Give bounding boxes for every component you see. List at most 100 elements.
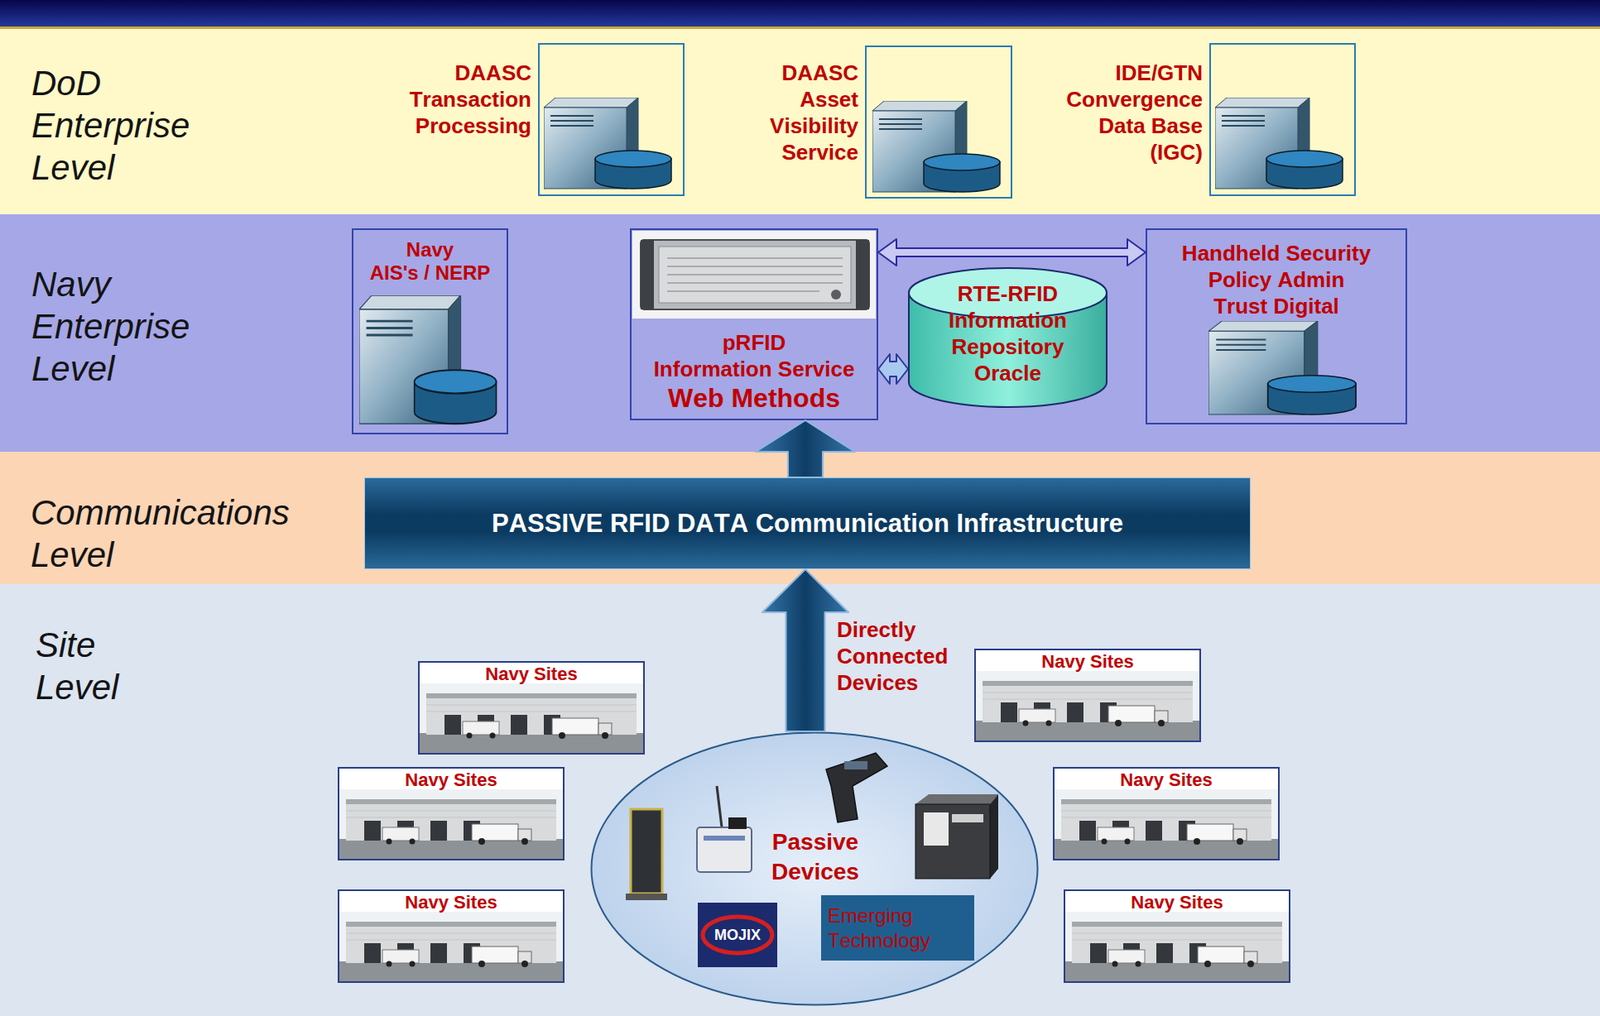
server-icons: [1208, 321, 1356, 415]
text-holder: RTE-RFID Information Repository Oracle: [945, 280, 1071, 387]
text-holder: IDE/GTN Convergence Data Base (IGC): [1053, 59, 1203, 166]
site-box: Navy Sites: [337, 889, 565, 984]
site-box: Navy Sites: [418, 661, 645, 755]
device-ellipse-shape: [591, 733, 1038, 1006]
text-holder: Navy Sites: [975, 651, 1200, 673]
top-bar: [0, 26, 1600, 29]
server-box: Handheld Security Policy Admin Trust Dig…: [1145, 228, 1408, 425]
logo-ring: [702, 917, 773, 954]
text-holder: Navy Sites: [419, 663, 644, 686]
site-photos: [339, 789, 563, 860]
text-holder: Communications Level: [30, 491, 304, 577]
block-arrow: [762, 569, 849, 732]
server-icons: [359, 295, 497, 424]
text-holder: pRFID Information Service: [638, 329, 870, 383]
text-holder: Passive Devices: [763, 827, 867, 888]
passive-device-icons: [989, 794, 999, 880]
text-holder: DoD Enterprise Level: [31, 62, 206, 189]
block-arrow: [878, 354, 909, 385]
text-label: PASSIVE RFID DATA Communication Infrastr…: [365, 507, 1250, 541]
device-ellipse: Passive DevicesMOJIX Emerging Technology: [590, 731, 1039, 1007]
communication-bar: PASSIVE RFID DATA Communication Infrastr…: [364, 477, 1251, 570]
site-label: Navy Sites: [419, 663, 644, 686]
site-box: Navy Sites: [337, 767, 565, 861]
site-label: Navy Sites: [339, 769, 563, 792]
rack-server-photo: [855, 240, 870, 310]
logo-ring: [702, 917, 773, 954]
text-label: MOJIX: [697, 925, 778, 946]
site-box: Navy Sites: [1063, 889, 1291, 984]
rack-server-photo: [640, 240, 870, 310]
server-box: DAASC Transaction Processing: [538, 43, 685, 197]
site-box: Navy Sites: [974, 648, 1202, 743]
line-spacer: [461, 238, 499, 262]
server-box: DAASC Asset Visibility Service: [864, 45, 1013, 199]
line-spacer: [361, 238, 399, 262]
site-photos: [339, 912, 563, 982]
edge-label: Directly Connected Devices: [836, 616, 957, 697]
passive-device-icons: [630, 809, 663, 894]
technology-box: Emerging Technology: [821, 895, 975, 961]
text-holder: Emerging Technology: [827, 903, 971, 954]
text-label: Web Methods: [631, 382, 877, 414]
text-holder: Navy Enterprise Level: [31, 263, 206, 390]
top-bar: [0, 0, 1600, 27]
level-label: Site Level: [35, 624, 144, 709]
text-holder: Navy Sites: [339, 892, 563, 914]
site-label: Navy Sites: [339, 892, 563, 914]
server-icons: [872, 100, 1000, 193]
server-box: IDE/GTN Convergence Data Base (IGC): [1209, 43, 1356, 197]
passive-device-icons: [923, 812, 949, 846]
site-photos: [975, 671, 1200, 741]
site-label: Navy Sites: [1054, 769, 1279, 792]
rack-server-photo: [831, 289, 841, 300]
database-cylinder: RTE-RFID Information Repository Oracle: [908, 267, 1108, 409]
text-holder: Site Level: [35, 624, 144, 709]
passive-device-icons: [703, 836, 745, 841]
site-label: Navy Sites: [1065, 892, 1289, 914]
site-photos: [339, 671, 1289, 982]
passive-device-icons: [716, 786, 722, 828]
text-label: DAASC Transaction Processing: [394, 59, 532, 140]
site-box: Navy Sites: [1052, 767, 1280, 861]
passive-device-icons: [625, 753, 999, 901]
top-bar: [0, 0, 1600, 29]
block-arrow: [755, 420, 856, 478]
text-label: Handheld Security Policy Admin Trust Dig…: [1180, 240, 1373, 320]
text-holder: MOJIX: [697, 925, 778, 946]
passive-device-icons: [915, 804, 990, 880]
level-band: Navy Enterprise Level Navy AIS's / NERP pR…: [0, 214, 1600, 452]
rack-server-photo: [632, 230, 876, 319]
level-band: Site LevelNavy SitesNavy SitesNavy Sites…: [0, 584, 1600, 1016]
server-box: Navy AIS's / NERP: [351, 228, 509, 435]
passive-device-icons: [951, 814, 984, 823]
level-label: Communications Level: [30, 491, 304, 577]
level-label: DoD Enterprise Level: [31, 62, 206, 189]
rack-server-photo: [640, 240, 654, 310]
text-label: RTE-RFID Information Repository Oracle: [945, 280, 1071, 387]
server-icons: [359, 97, 1356, 424]
block-arrow: [878, 239, 1146, 266]
text-label: pRFID Information Service: [638, 329, 870, 383]
text-label: Passive Devices: [763, 827, 867, 888]
rack-server-photo: [667, 258, 843, 292]
text-holder: PASSIVE RFID DATA Communication Infrastr…: [365, 507, 1250, 541]
text-holder: DAASC Asset Visibility Service: [750, 59, 859, 166]
logo-box: MOJIX: [697, 903, 778, 968]
line-spacer: [638, 329, 701, 356]
text-label: Emerging Technology: [827, 903, 971, 954]
text-holder: Navy Sites: [339, 769, 563, 792]
service-box: pRFID Information ServiceWeb Methods: [629, 228, 879, 421]
text-label: Navy AIS's / NERP: [361, 238, 499, 285]
text-holder: Navy AIS's / NERP: [361, 238, 499, 285]
passive-device-icons: [915, 794, 999, 805]
line-spacer: [807, 329, 870, 356]
passive-device-icons: [728, 817, 747, 830]
passive-device-icons: [844, 761, 868, 770]
level-band: DoD Enterprise Level DAASC Transaction Pr…: [0, 28, 1600, 215]
level-band: Communications Level PASSIVE RFID DATA Co…: [0, 451, 1600, 585]
passive-device-icons: [625, 893, 668, 901]
server-icons: [1215, 97, 1343, 189]
rack-server-photo: [658, 246, 851, 303]
rack-server-photo: [632, 230, 876, 319]
